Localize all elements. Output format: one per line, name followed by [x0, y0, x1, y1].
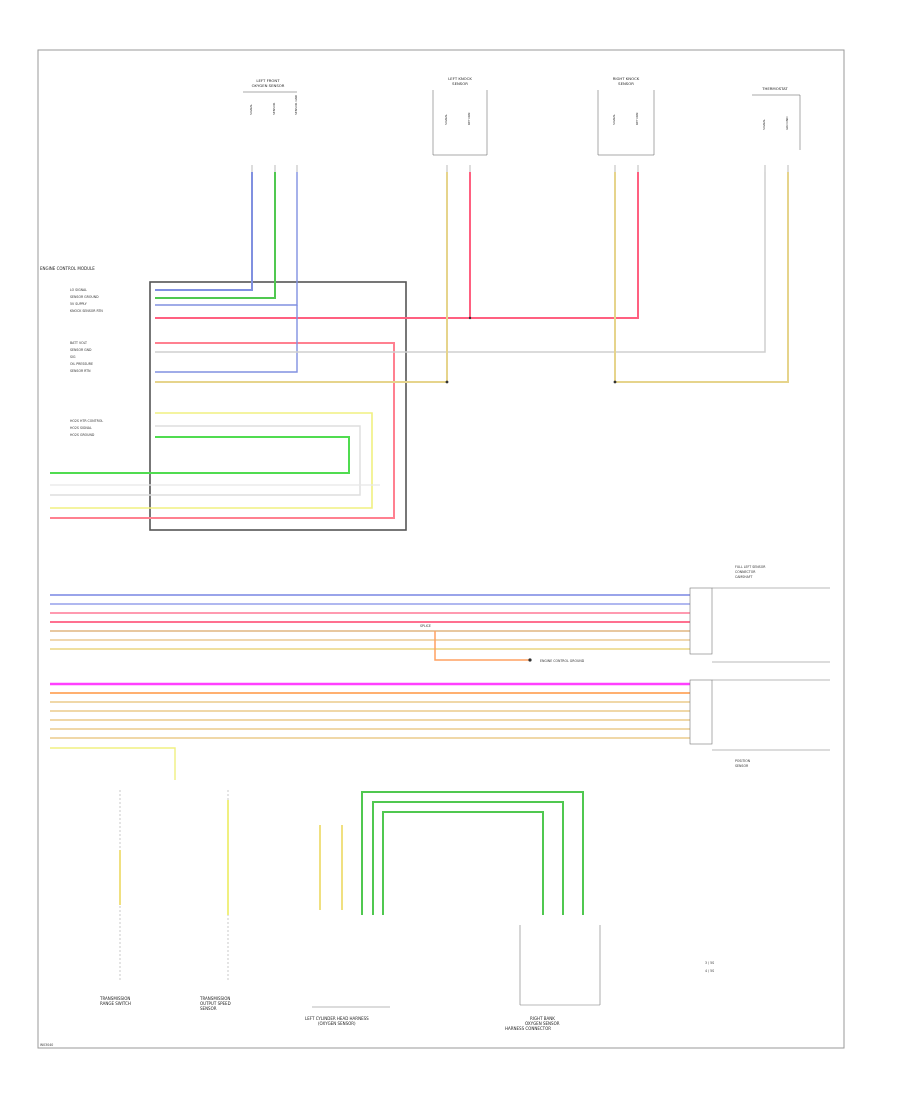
wire-red-knock — [155, 172, 639, 319]
svg-text:HO2S HTR CONTROL: HO2S HTR CONTROL — [70, 419, 103, 423]
svg-text:TRANSMISSION: TRANSMISSION — [99, 996, 130, 1001]
top-pin-labels: SIGNAL SENSOR SENSOR GND SIGNAL RETURN S… — [249, 94, 789, 130]
transmission-range-switch: TRANSMISSION RANGE SWITCH — [99, 790, 131, 1006]
connector-stubs — [251, 165, 789, 172]
svg-text:LO SIGNAL: LO SIGNAL — [70, 288, 87, 292]
wire-green-loop — [50, 436, 350, 474]
top-connector-left-knock: LEFT KNOCK SENSOR — [432, 76, 488, 156]
svg-text:SENSOR RTN: SENSOR RTN — [70, 369, 91, 373]
connector-title-line: LEFT KNOCK — [448, 76, 472, 81]
svg-text:CAMSHAFT: CAMSHAFT — [735, 575, 753, 579]
wire-blue-loop — [155, 305, 298, 373]
svg-text:POSITION: POSITION — [735, 759, 751, 763]
left-cylinder-head-harness: LEFT CYLINDER HEAD HARNESS (OXYGEN SENSO… — [305, 791, 584, 1026]
svg-text:FULL LEFT SENSOR: FULL LEFT SENSOR — [735, 565, 766, 569]
transmission-output-speed-sensor: TRANSMISSION OUTPUT SPEED SENSOR — [199, 790, 231, 1011]
svg-text:SENSOR: SENSOR — [272, 103, 276, 115]
connector-title-line: SENSOR — [452, 81, 468, 86]
legend: 3 / 5S 4 / 5S — [705, 961, 714, 973]
svg-text:RETURN: RETURN — [467, 113, 471, 125]
wire-pink-loop — [50, 342, 395, 519]
svg-text:SIGNAL: SIGNAL — [249, 104, 253, 115]
svg-text:OIL PRESSURE: OIL PRESSURE — [70, 362, 93, 366]
wire-tan-left-knock — [155, 172, 448, 383]
connector-title-line: OXYGEN SENSOR — [252, 83, 285, 88]
svg-text:SIG: SIG — [70, 355, 76, 359]
right-connector-block-bottom: POSITION SENSOR — [689, 679, 830, 768]
connector-title-line: SENSOR — [618, 81, 634, 86]
svg-text:SENSOR: SENSOR — [200, 1006, 217, 1011]
connector-title-line: LEFT FRONT — [256, 78, 280, 83]
connector-title-line: RIGHT KNOCK — [613, 76, 640, 81]
svg-text:SIGNAL: SIGNAL — [612, 114, 616, 125]
legend-item: 4 / 5S — [705, 969, 714, 973]
top-wires — [50, 172, 789, 519]
diagram-frame — [37, 49, 845, 1049]
svg-text:SENSOR GND: SENSOR GND — [70, 348, 92, 352]
legend-item: 3 / 5S — [705, 961, 714, 965]
right-bank-oxygen-sensor-harness: RIGHT BANK OXYGEN SENSOR HARNESS CONNECT… — [505, 925, 601, 1031]
svg-text:HARNESS CONNECTOR: HARNESS CONNECTOR — [505, 1026, 551, 1031]
top-connector-left-sensor: LEFT FRONT OXYGEN SENSOR — [243, 78, 297, 93]
svg-text:OUTPUT SPEED: OUTPUT SPEED — [200, 1001, 231, 1006]
svg-text:RETURN: RETURN — [635, 113, 639, 125]
svg-text:SIGNAL: SIGNAL — [762, 119, 766, 130]
wire-yellow-trans — [50, 747, 176, 780]
splice-dots — [445, 316, 617, 384]
svg-text:LEFT CYLINDER HEAD HARNESS: LEFT CYLINDER HEAD HARNESS — [305, 1016, 369, 1021]
engine-control-module-box — [149, 281, 407, 531]
top-connector-right-knock: RIGHT KNOCK SENSOR — [597, 76, 655, 156]
svg-text:5V SUPPLY: 5V SUPPLY — [70, 302, 87, 306]
wire-white-loop — [50, 425, 361, 496]
svg-text:SENSOR GND: SENSOR GND — [294, 94, 298, 115]
svg-text:GROUND: GROUND — [785, 116, 789, 130]
module-label: ENGINE CONTROL MODULE — [40, 266, 95, 271]
lower-harness-wires-2 — [50, 682, 690, 780]
svg-text:OXYGEN SENSOR: OXYGEN SENSOR — [525, 1021, 560, 1026]
wire-orange-ground — [434, 631, 530, 661]
svg-text:TRANSMISSION: TRANSMISSION — [199, 996, 230, 1001]
wire-blue — [155, 172, 253, 291]
splice-label: SPLICE — [420, 624, 431, 628]
wire-tan-thermostat — [615, 172, 789, 383]
top-connector-thermostat: THERMOSTAT — [752, 86, 801, 150]
svg-text:CONNECTOR: CONNECTOR — [735, 570, 756, 574]
svg-text:SENSOR: SENSOR — [735, 764, 749, 768]
wire-grey-thermostat — [155, 172, 766, 353]
svg-text:HO2S GROUND: HO2S GROUND — [70, 433, 95, 437]
svg-text:HO2S SIGNAL: HO2S SIGNAL — [70, 426, 92, 430]
svg-text:BATT VOLT: BATT VOLT — [70, 341, 87, 345]
lower-harness-wires — [50, 594, 690, 661]
module-pin-labels: LO SIGNAL SENSOR GROUND 5V SUPPLY KNOCK … — [70, 288, 103, 437]
svg-text:SIGNAL: SIGNAL — [444, 114, 448, 125]
diagram-code: W03040 — [40, 1043, 53, 1047]
right-connector-block-top: FULL LEFT SENSOR CONNECTOR CAMSHAFT — [689, 565, 830, 663]
wire-olive-loop — [50, 412, 373, 509]
svg-text:SENSOR GROUND: SENSOR GROUND — [70, 295, 99, 299]
wire-green — [155, 172, 276, 299]
svg-text:RANGE SWITCH: RANGE SWITCH — [100, 1001, 131, 1006]
connector-title-line: THERMOSTAT — [761, 86, 788, 91]
ground-label: ENGINE CONTROL GROUND — [540, 659, 585, 663]
svg-text:(OXYGEN SENSOR): (OXYGEN SENSOR) — [318, 1021, 356, 1026]
svg-text:RIGHT BANK: RIGHT BANK — [530, 1016, 555, 1021]
svg-text:KNOCK SENSOR RTN: KNOCK SENSOR RTN — [70, 309, 103, 313]
